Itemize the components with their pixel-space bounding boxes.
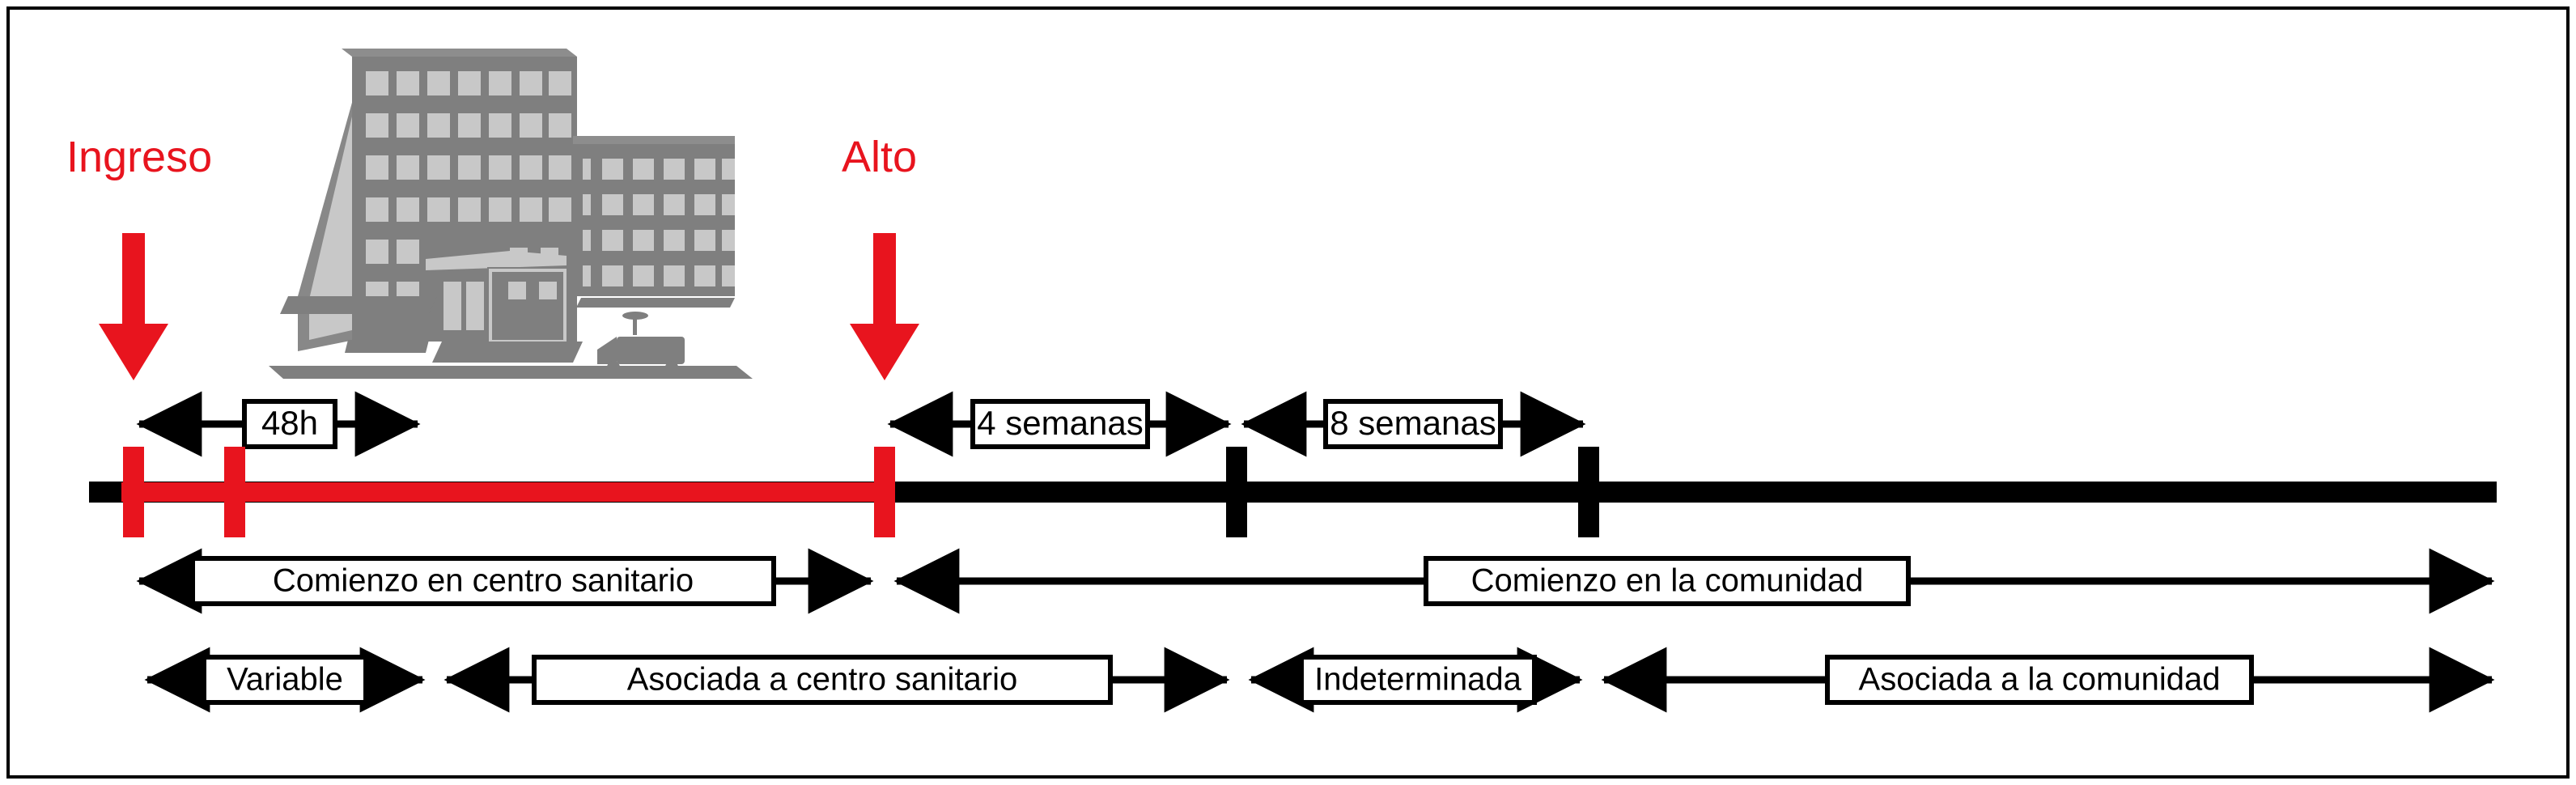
attribution-label-asociada-centro-sanitario: Asociada a centro sanitario [627, 662, 1018, 698]
timeline-tick-48h [224, 447, 245, 537]
attribution-item-indeterminada: Indeterminada [1248, 647, 1583, 713]
timeline-tick-ingreso [123, 447, 144, 537]
duration-label-48h: 48h [261, 404, 318, 442]
duration-label-4-semanas: 4 semanas [977, 404, 1143, 442]
attribution-label-indeterminada: Indeterminada [1314, 662, 1521, 698]
onset-label-comunidad: Comienzo en la comunidad [1471, 563, 1864, 599]
attribution-item-variable: Variable [144, 647, 426, 713]
event-label-ingreso: Ingreso [66, 133, 212, 181]
onset-row: Comienzo en centro sanitario Comienzo en… [136, 548, 2495, 614]
duration-item-48h: 48h [136, 391, 421, 457]
attribution-item-asociada-centro-sanitario: Asociada a centro sanitario [443, 647, 1230, 713]
onset-item-centro-sanitario: Comienzo en centro sanitario [136, 548, 874, 614]
timeline-tick-4-semanas [1226, 447, 1247, 537]
onset-item-comunidad: Comienzo en la comunidad [893, 548, 2495, 614]
event-label-alto: Alto [842, 133, 917, 181]
timeline-axis [89, 447, 2497, 537]
attribution-label-asociada-comunidad: Asociada a la comunidad [1859, 662, 2221, 698]
attribution-label-variable: Variable [227, 662, 343, 698]
onset-label-centro-sanitario: Comienzo en centro sanitario [273, 563, 694, 599]
event-marker-ingreso [99, 233, 168, 380]
event-marker-alto [850, 233, 919, 380]
hospital-building-icon [269, 49, 753, 379]
attribution-item-asociada-comunidad: Asociada a la comunidad [1601, 647, 2495, 713]
attribution-row: Variable Asociada a centro sanitario Ind… [144, 647, 2495, 713]
duration-label-8-semanas: 8 semanas [1330, 404, 1496, 442]
timeline-tick-8-semanas [1578, 447, 1599, 537]
timeline-tick-alto [874, 447, 895, 537]
duration-row: 48h 4 semanas 8 semanas [136, 391, 1586, 457]
duration-item-4-semanas: 4 semanas [887, 391, 1232, 457]
duration-item-8-semanas: 8 semanas [1241, 391, 1586, 457]
